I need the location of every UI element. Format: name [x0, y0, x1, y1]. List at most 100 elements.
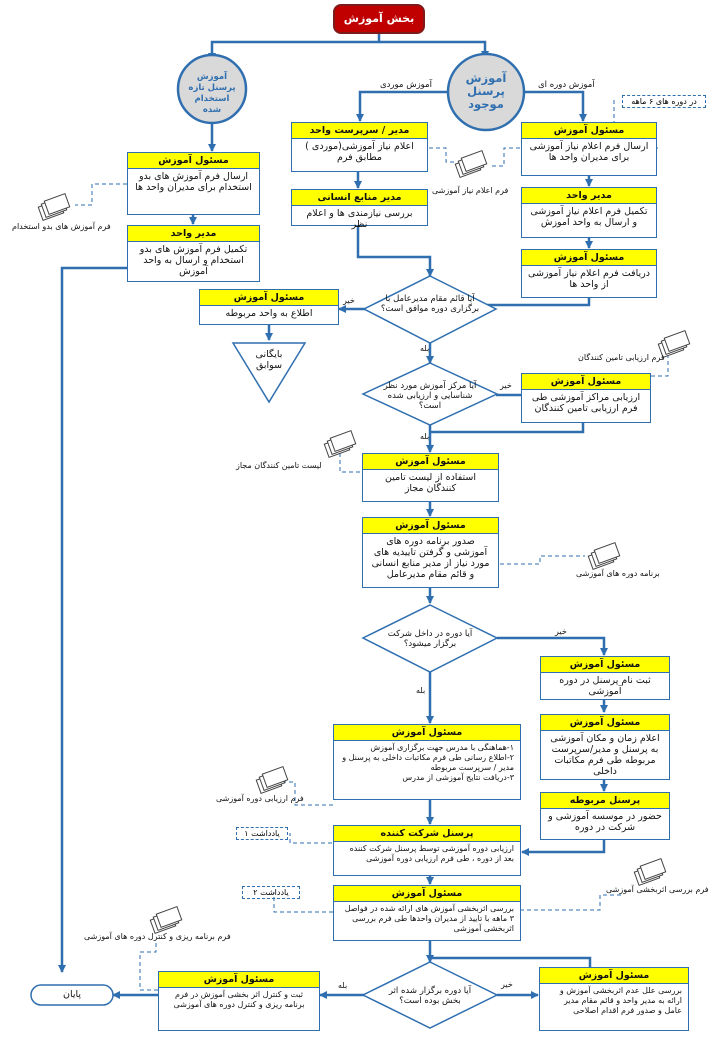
d4-yes: بله — [338, 981, 348, 990]
box-complete-hire-form: مدیر واحد تکمیل فرم آموزش های بدو استخدا… — [127, 225, 260, 282]
box-case-need: مدیر / سرپرست واحد اعلام نیاز آموزشی(مور… — [291, 122, 428, 172]
box-issue-program: مسئول آموزش صدور برنامه دوره های آموزشی … — [362, 517, 499, 588]
box-body: ارسال فرم اعلام نیاز آموزشی برای مدیران … — [529, 141, 649, 163]
document-icon — [587, 542, 621, 570]
circle-existing — [446, 52, 526, 132]
document-icon — [149, 906, 183, 934]
document-icon — [657, 330, 691, 358]
box-body: ثبت نام پرسنل در دوره آموزشی — [559, 675, 651, 697]
box-body: اطلاع به واحد مربوطه — [225, 308, 313, 319]
box-body: تکمیل فرم آموزش های بدو استخدام و ارسال … — [139, 244, 248, 277]
d3-text: آیا دوره در داخل شرکت برگزار میشود؟ — [387, 629, 473, 649]
decision-effective — [361, 961, 499, 1029]
box-header: مدیر / سرپرست واحد — [292, 123, 427, 139]
box-ineffective-causes: مسئول آموزش بررسی علل عدم اثربخشی آموزش … — [539, 967, 689, 1031]
box-header: مسئول آموزش — [522, 374, 650, 390]
document-icon — [454, 150, 488, 178]
note-6month: در دوره های ۶ ماهه — [622, 95, 706, 108]
box-send-need-form: مسئول آموزش ارسال فرم اعلام نیاز آموزشی … — [521, 122, 657, 176]
box-header: مسئول آموزش — [541, 657, 669, 673]
circle-existing-label: آموزش پرسنل موجود — [465, 71, 507, 111]
label-case: آموزش موردی — [380, 80, 432, 90]
box-body: حضور در موسسه آموزشی و شرکت در دوره — [548, 811, 662, 833]
box-body: ارزیابی مراکز آموزشی طی فرم ارزیابی تامی… — [531, 392, 641, 414]
doc-program-label: برنامه دوره های آموزشی — [576, 569, 660, 578]
d2-no: خیر — [500, 381, 512, 390]
doc-supplier-eval-label: فرم ارزیابی تامین کنندگان — [578, 353, 665, 362]
box-header: مسئول آموزش — [159, 972, 319, 988]
box-body-line: ۱-هماهنگی با مدرس جهت برگزاری آموزش — [370, 743, 514, 752]
box-header: مدیر واحد — [522, 188, 656, 204]
box-header: مدیر منابع انسانی — [292, 190, 427, 206]
document-icon — [37, 193, 71, 221]
end-label: پایان — [62, 989, 82, 1000]
box-header: پرسنل مربوطه — [541, 793, 669, 809]
document-icon — [255, 766, 289, 794]
box-header: مسئول آموزش — [128, 153, 259, 169]
box-evaluate-centers: مسئول آموزش ارزیابی مراکز آموزشی طی فرم … — [521, 373, 651, 423]
d2-text: آیا مرکز آموزش مورد نظر شناسایی و ارزیاب… — [383, 381, 477, 411]
box-header: مسئول آموزش — [522, 250, 656, 266]
box-body: بررسی علل عدم اثربخشی آموزش و ارائه به م… — [559, 986, 682, 1015]
box-header: مدیر واحد — [128, 226, 259, 242]
box-body-line: ۳-دریافت نتایج آموزشی از مدرس — [402, 773, 514, 782]
d2-yes: بله — [420, 432, 430, 441]
box-header: مسئول آموزش — [334, 725, 520, 741]
box-header: مسئول آموزش — [541, 715, 669, 731]
box-body: ثبت و کنترل اثر بخشی آموزش در فرم برنامه… — [173, 990, 305, 1009]
box-body: ۱-هماهنگی با مدرس جهت برگزاری آموزش ۲-اط… — [334, 741, 520, 785]
box-effectiveness-review: مسئول آموزش بررسی اثربخشی آموزش های ارائ… — [333, 885, 521, 941]
box-body: دریافت فرم اعلام نیاز آموزشی از واحد ها — [528, 268, 650, 290]
box-header: مسئول آموزش — [540, 968, 688, 984]
box-receive-need-form: مسئول آموزش دریافت فرم اعلام نیاز آموزشی… — [521, 249, 657, 298]
note-1: یادداشت ۱ — [236, 827, 288, 840]
box-header: مسئول آموزش — [522, 123, 656, 139]
circle-new-hire-label: آموزش پرسنل تازه استخدام شده — [188, 72, 236, 115]
document-stack-icons — [37, 150, 691, 934]
box-hr-review: مدیر منابع انسانی بررسی نیازمندی ها و اع… — [291, 189, 428, 230]
box-body: تکمیل فرم اعلام نیاز آموزشی و ارسال به و… — [530, 206, 648, 228]
doc-effect-form-label: فرم بررسی اثربخشی آموزشی — [606, 885, 709, 894]
end-terminator — [30, 984, 114, 1006]
doc-supplier-list-label: لیست تامین کنندگان مجاز — [236, 461, 322, 470]
doc-need-form-label: فرم اعلام نیاز آموزشی — [432, 186, 509, 195]
doc-course-eval-label: فرم ارزیابی دوره آموزشی — [216, 794, 304, 803]
box-body: بررسی نیازمندی ها و اعلام نظر — [306, 208, 413, 230]
box-body-line: ۲-اطلاع رسانی طی فرم مکاتبات داخلی به پر… — [342, 753, 514, 772]
box-header: مسئول آموزش — [363, 518, 498, 534]
document-icon — [633, 858, 667, 886]
box-announce-time-place: مسئول آموزش اعلام زمان و مکان آموزشی به … — [540, 714, 670, 780]
decision-in-house — [361, 604, 499, 673]
box-body: ارسال فرم آموزش های بدو استخدام برای مدی… — [135, 171, 252, 193]
box-send-hire-form: مسئول آموزش ارسال فرم آموزش های بدو استخ… — [127, 152, 260, 215]
box-body: اعلام نیاز آموزشی(موردی ) مطابق فرم — [305, 141, 414, 163]
doc-hire-forms-label: فرم آموزش های بدو استخدام — [12, 222, 111, 231]
box-body: بررسی اثربخشی آموزش های ارائه شده در فوا… — [344, 904, 514, 933]
start-label: بخش آموزش — [343, 12, 415, 25]
box-coordinate-teacher: مسئول آموزش ۱-هماهنگی با مدرس جهت برگزار… — [333, 724, 521, 800]
box-body: اعلام زمان و مکان آموزشی به پرسنل و مدیر… — [550, 733, 660, 777]
box-notify-unit: مسئول آموزش اطلاع به واحد مربوطه — [199, 289, 339, 325]
box-register-personnel: مسئول آموزش ثبت نام پرسنل در دوره آموزشی — [540, 656, 670, 700]
box-header: مسئول آموزش — [200, 290, 338, 306]
label-periodic: آموزش دوره ای — [538, 80, 595, 90]
d4-no: خیر — [501, 980, 513, 989]
d3-no: خیر — [555, 627, 567, 636]
archive-triangle — [231, 342, 307, 404]
box-body: صدور برنامه دوره های آموزشی و گرفتن تایی… — [371, 536, 490, 580]
decision-ceo-approval — [362, 275, 498, 344]
d4-text: آیا دوره برگزار شده اثر بخش بوده است؟ — [388, 986, 472, 1006]
box-header: پرسنل شرکت کننده — [334, 826, 520, 842]
box-header: مسئول آموزش — [334, 886, 520, 902]
note-2: یادداشت ۲ — [242, 886, 300, 899]
box-header: مسئول آموزش — [363, 454, 498, 470]
box-attend-course: پرسنل مربوطه حضور در موسسه آموزشی و شرکت… — [540, 792, 670, 840]
d3-yes: بله — [416, 686, 426, 695]
decision-center-evaluated — [361, 362, 499, 426]
document-icon — [323, 430, 357, 458]
box-record-effectiveness: مسئول آموزش ثبت و کنترل اثر بخشی آموزش د… — [158, 971, 320, 1031]
circle-new-hire — [176, 53, 248, 125]
box-body: ارزیابی دوره آموزشی توسط پرسنل شرکت کنند… — [349, 844, 514, 863]
box-complete-need-form: مدیر واحد تکمیل فرم اعلام نیاز آموزشی و … — [521, 187, 657, 238]
